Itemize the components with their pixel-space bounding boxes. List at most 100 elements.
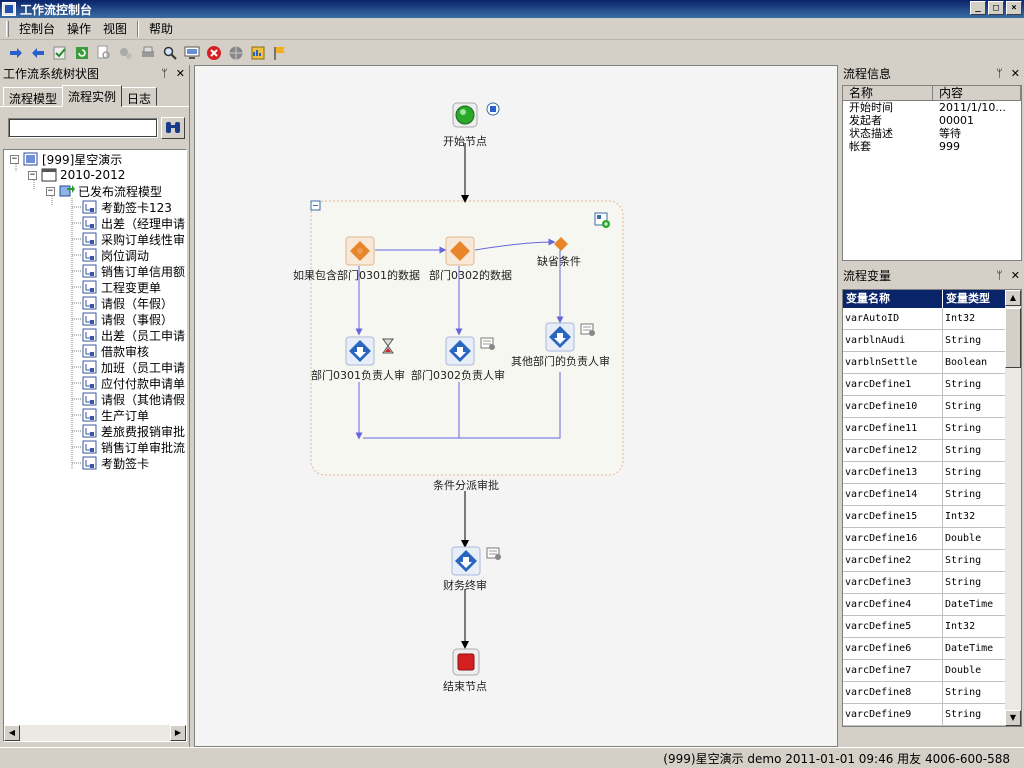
tree-item[interactable]: 考勤签卡 [82, 455, 149, 471]
menu-operate[interactable]: 操作 [67, 22, 92, 36]
tree-item[interactable]: 考勤签卡123 [82, 199, 172, 215]
back-arrow-icon[interactable] [28, 43, 48, 63]
stop-marker-icon[interactable] [486, 102, 500, 119]
tree-item[interactable]: 岗位调动 [82, 247, 149, 263]
scroll-right-icon[interactable]: ▶ [170, 725, 186, 741]
start-node[interactable] [452, 102, 478, 131]
collapse-icon[interactable]: − [46, 185, 55, 196]
group-add-icon[interactable] [594, 212, 610, 231]
gears-icon[interactable] [116, 43, 136, 63]
scroll-thumb[interactable] [1005, 308, 1021, 368]
close-button[interactable]: × [1006, 1, 1022, 15]
tree-period[interactable]: − 2010-2012 [28, 167, 125, 183]
tree-item[interactable]: 请假（年假） [82, 295, 173, 311]
tree-root[interactable]: − [999]星空演示 [10, 151, 122, 167]
info-header-name[interactable]: 名称 [843, 86, 933, 101]
tree-item[interactable]: 请假（事假） [82, 311, 173, 327]
tree-item[interactable]: 生产订单 [82, 407, 149, 423]
tree-item[interactable]: 销售订单信用额 [82, 263, 185, 279]
monitor-icon[interactable] [182, 43, 202, 63]
condition-node-1[interactable] [345, 236, 375, 269]
activity-node-3[interactable] [545, 322, 575, 355]
final-approval-node[interactable] [451, 546, 481, 579]
var-vertical-scrollbar[interactable]: ▲ ▼ [1005, 290, 1021, 726]
menu-help[interactable]: 帮助 [149, 22, 174, 36]
tree-group[interactable]: − 已发布流程模型 [46, 183, 162, 199]
forward-arrow-icon[interactable] [6, 43, 26, 63]
approve-icon[interactable] [50, 43, 70, 63]
scroll-down-icon[interactable]: ▼ [1005, 710, 1021, 726]
report-icon[interactable] [248, 43, 268, 63]
pin-icon[interactable]: ᛘ [996, 268, 1003, 282]
activity-node-1[interactable] [345, 336, 375, 369]
globe-icon[interactable] [226, 43, 246, 63]
close-panel-icon[interactable]: ✕ [1010, 268, 1020, 282]
pin-icon[interactable]: ᛘ [996, 66, 1003, 80]
collapse-icon[interactable]: − [28, 169, 37, 180]
scroll-up-icon[interactable]: ▲ [1005, 290, 1021, 306]
close-panel-icon[interactable]: ✕ [1010, 66, 1020, 80]
flag-icon[interactable] [270, 43, 290, 63]
refresh-icon[interactable] [72, 43, 92, 63]
condition-node-2[interactable] [445, 236, 475, 269]
maximize-button[interactable]: □ [988, 1, 1004, 15]
magnifier-icon[interactable] [160, 43, 180, 63]
end-node[interactable] [452, 648, 480, 679]
tree-item[interactable]: 差旅费报销审批 [82, 423, 185, 439]
pin-icon[interactable]: ᛘ [161, 66, 168, 80]
stop-icon[interactable] [204, 43, 224, 63]
tree-item[interactable]: 借款审核 [82, 343, 149, 359]
var-header-name[interactable]: 变量名称 [843, 290, 943, 308]
close-panel-icon[interactable]: ✕ [175, 66, 185, 80]
info-row[interactable]: 状态描述等待 [843, 127, 1021, 140]
condition-node-default[interactable] [553, 236, 569, 255]
tree-item[interactable]: 采购订单线性审 [82, 231, 185, 247]
tree-item[interactable]: 销售订单审批流 [82, 439, 185, 455]
info-header-content[interactable]: 内容 [933, 86, 1021, 101]
menu-console[interactable]: 控制台 [19, 22, 56, 36]
tree-item[interactable]: 加班（员工申请 [82, 359, 185, 375]
tab-process-model[interactable]: 流程模型 [3, 87, 64, 106]
binoculars-icon[interactable] [161, 117, 185, 139]
tree-item[interactable]: 应付付款申请单 [82, 375, 185, 391]
minimize-button[interactable]: _ [970, 1, 986, 15]
workflow-canvas[interactable]: 开始节点 如果包含部门0301的数据 部门0302的数据 缺省条件 部门0301… [194, 65, 838, 747]
menu-view[interactable]: 视图 [103, 22, 128, 36]
tree-horizontal-scrollbar[interactable]: ◀ ▶ [4, 725, 186, 741]
tree-item[interactable]: 工程变更单 [82, 279, 161, 295]
process-tree[interactable]: − [999]星空演示 − 2010-2012 − 已发布流程模型 考勤签卡12… [3, 149, 187, 742]
collapse-icon[interactable]: − [10, 153, 19, 164]
var-header-type[interactable]: 变量类型 [943, 290, 1007, 308]
activity-node-2[interactable] [445, 336, 475, 369]
tree-item[interactable]: 出差（员工申请 [82, 327, 185, 343]
scroll-left-icon[interactable]: ◀ [4, 725, 20, 741]
tree-item[interactable]: 出差（经理申请 [82, 215, 185, 231]
document-search-icon[interactable] [94, 43, 114, 63]
tree-search-input[interactable] [8, 118, 158, 138]
tree-item[interactable]: 请假（其他请假 [82, 391, 185, 407]
